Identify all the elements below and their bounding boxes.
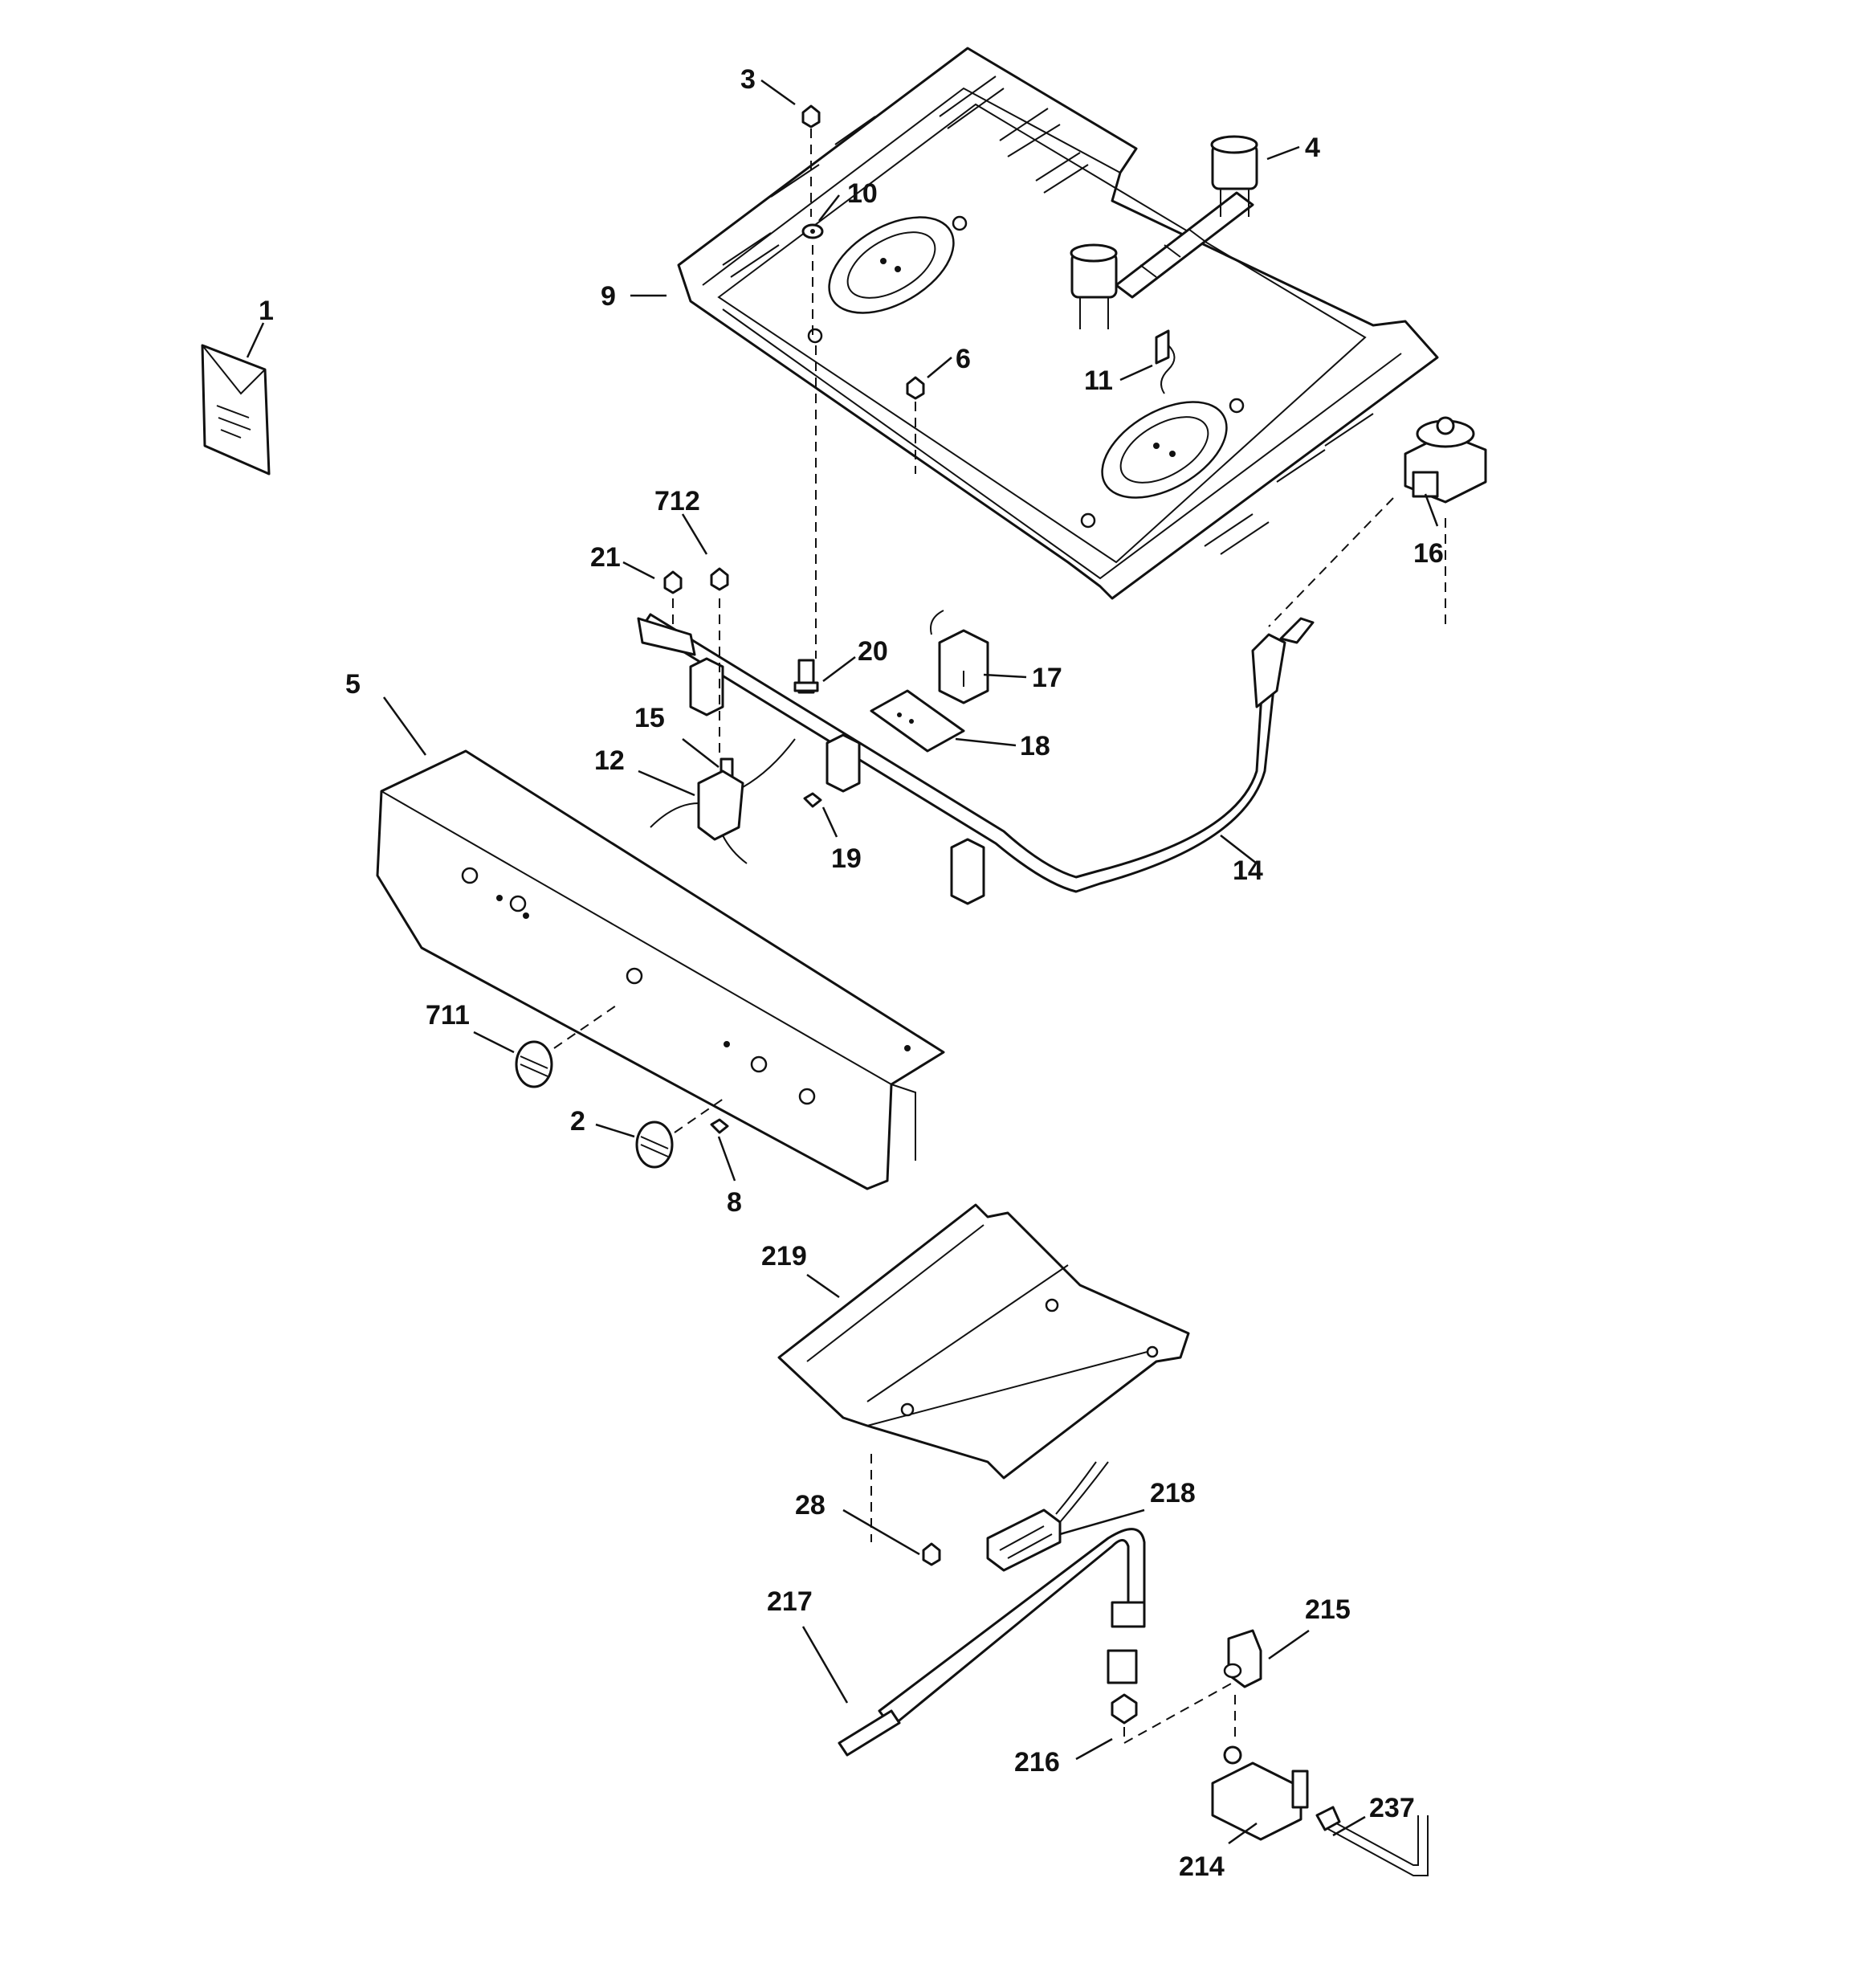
part-10-grommet [801,223,824,239]
callout-1: 1 [259,296,274,326]
part-20-orifice [793,659,819,694]
part-1-literature-envelope [201,344,271,476]
callout-214: 214 [1179,1851,1225,1882]
part-4-burner-assembly [1070,135,1258,329]
callout-219: 219 [761,1241,807,1272]
part-8-screw [710,1118,729,1134]
callout-28: 28 [795,1490,826,1521]
part-6-screw [906,376,925,400]
part-3-screw [801,104,821,129]
part-2-knob [635,1121,674,1169]
part-12-ignition-switch [650,738,796,864]
callout-711: 711 [426,1000,470,1031]
part-21-screw [663,570,683,594]
callout-21: 21 [590,542,621,573]
callout-9: 9 [601,281,616,312]
callout-19: 19 [831,843,862,874]
part-18-bracket [870,689,965,753]
callout-217: 217 [767,1586,813,1617]
part-215-bracket [1223,1629,1262,1688]
part-217-burner-tube [838,1528,1146,1757]
part-19-screw [803,792,822,808]
callout-2: 2 [570,1106,585,1137]
part-9-burner-box [677,47,1439,600]
callout-labels: 1 3 4 9 10 6 11 16 712 21 20 17 18 5 15 … [259,64,1444,1882]
callout-14: 14 [1233,855,1263,886]
callout-3: 3 [740,64,756,95]
part-16-regulator [1404,416,1487,504]
callout-11: 11 [1084,365,1113,396]
part-219-baffle [777,1203,1190,1480]
callout-6: 6 [956,344,971,374]
part-14-manifold [637,613,1315,905]
callout-17: 17 [1032,663,1062,693]
callout-18: 18 [1020,731,1050,761]
part-218-igniter [986,1461,1109,1572]
callout-12: 12 [594,745,625,776]
callout-16: 16 [1413,538,1444,569]
leader-lines [246,79,1439,1845]
part-216-nut [1107,1649,1138,1725]
callout-10: 10 [847,178,878,209]
part-237-tube [1315,1806,1429,1876]
callout-712: 712 [654,486,700,516]
part-5-control-panel [376,749,945,1190]
callout-5: 5 [345,669,361,700]
callout-8: 8 [727,1187,742,1218]
part-712-screw [710,567,729,591]
callout-216: 216 [1014,1747,1060,1778]
part-214-valve [1211,1745,1309,1841]
part-17-spark-switch [930,610,989,704]
callout-215: 215 [1305,1594,1351,1625]
callout-218: 218 [1150,1478,1196,1508]
part-711-knob [515,1040,553,1088]
callout-237: 237 [1369,1793,1415,1823]
callout-15: 15 [634,703,665,733]
callout-20: 20 [858,636,888,667]
part-11-clip [1155,329,1176,394]
part-28-screw [922,1542,941,1566]
callout-4: 4 [1305,133,1320,163]
